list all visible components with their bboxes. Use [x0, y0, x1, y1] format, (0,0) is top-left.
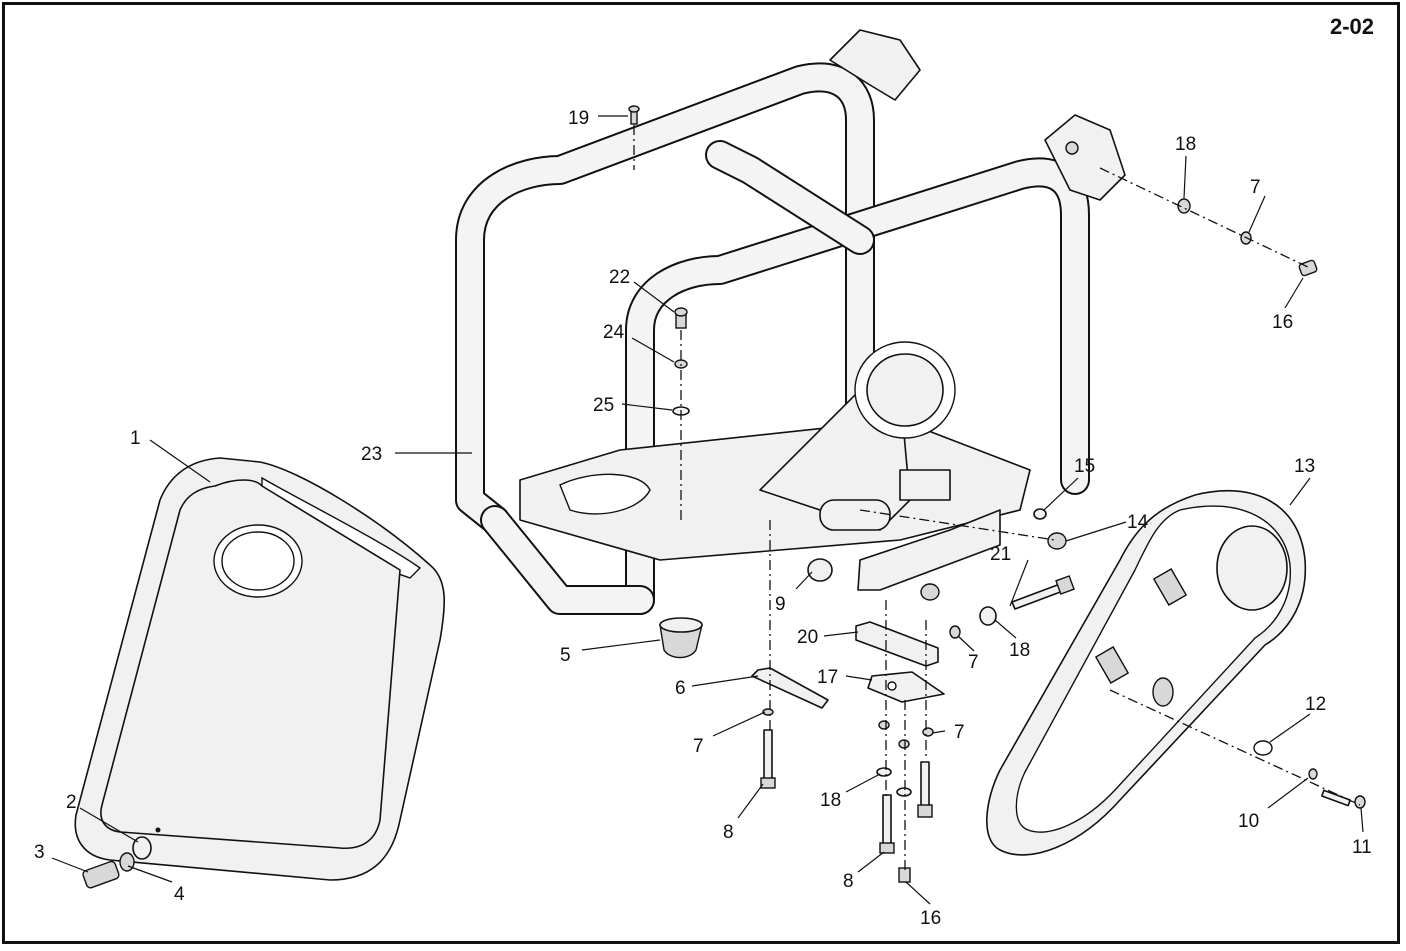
rubber-mount — [659, 617, 703, 659]
callout-3: 3 — [34, 842, 45, 863]
callout-2: 2 — [66, 792, 77, 813]
strap-plate — [751, 667, 829, 709]
callout-22: 22 — [609, 267, 630, 288]
long-bolt-21 — [1011, 575, 1075, 610]
callout-24: 24 — [603, 322, 625, 343]
main-frame — [455, 29, 1126, 615]
callout-7-a: 7 — [693, 736, 704, 757]
belt-guard-fasteners — [1253, 740, 1366, 809]
callout-18-c: 18 — [820, 790, 841, 811]
callout-7-c: 7 — [954, 722, 965, 743]
callout-10: 10 — [1238, 811, 1259, 832]
callout-19: 19 — [568, 108, 589, 129]
plugs — [807, 508, 1067, 601]
callout-9: 9 — [775, 594, 786, 615]
bracket-20 — [855, 621, 939, 667]
callout-7-b: 7 — [968, 652, 979, 673]
callout-8-b: 8 — [843, 871, 854, 892]
callout-4: 4 — [174, 884, 185, 905]
leader-lines — [51, 115, 1364, 905]
callout-12: 12 — [1305, 694, 1326, 715]
callout-13: 13 — [1294, 456, 1315, 477]
assembly-axes — [633, 125, 1361, 870]
page-reference: 2-02 — [1329, 14, 1374, 39]
callout-14: 14 — [1127, 512, 1149, 533]
cover-bolt — [82, 836, 152, 889]
front-cover — [74, 457, 446, 881]
bracket-17 — [867, 671, 945, 703]
callout-20: 20 — [797, 627, 818, 648]
callout-25: 25 — [593, 395, 614, 416]
callout-1: 1 — [130, 428, 141, 449]
callout-17: 17 — [817, 667, 838, 688]
callout-18-a: 18 — [1175, 134, 1196, 155]
callout-11: 11 — [1352, 837, 1372, 858]
callout-6: 6 — [675, 678, 686, 699]
callout-8-a: 8 — [723, 822, 734, 843]
callout-5: 5 — [560, 645, 571, 666]
washers — [762, 198, 1318, 883]
callout-7-d: 7 — [1250, 177, 1261, 198]
callout-16-b: 16 — [920, 908, 941, 929]
callout-15: 15 — [1074, 456, 1095, 477]
callout-labels: 1 2 3 4 5 6 7 7 7 7 8 8 9 10 11 12 13 14… — [34, 108, 1372, 929]
bolts-8 — [760, 729, 933, 854]
callout-16-a: 16 — [1272, 312, 1293, 333]
callout-23: 23 — [361, 444, 382, 465]
callout-21: 21 — [990, 544, 1011, 565]
callout-18-b: 18 — [1009, 640, 1030, 661]
belt-guard — [986, 490, 1307, 856]
screw-19 — [628, 105, 640, 125]
